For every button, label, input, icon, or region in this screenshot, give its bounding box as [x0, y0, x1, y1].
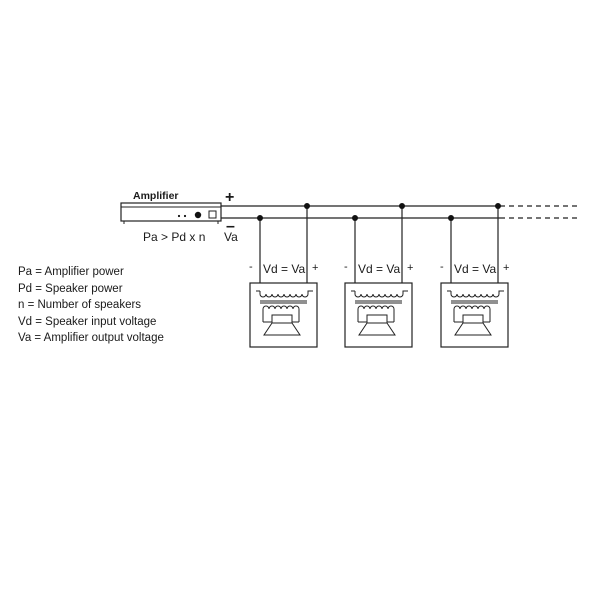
negative-sign: –	[226, 218, 235, 235]
amplifier-led-1	[177, 214, 181, 218]
speaker-voltage-label: Vd = Va	[263, 262, 305, 276]
junction-dot	[399, 203, 405, 209]
amplifier-unit: Amplifier Pa > Pd x n Va + –	[120, 189, 238, 244]
speaker-plus-label: +	[312, 262, 318, 274]
speaker-plus-label: +	[503, 262, 509, 274]
loudspeaker-icon	[263, 314, 301, 336]
legend-item: Pd = Speaker power	[18, 282, 123, 295]
junction-dot	[495, 203, 501, 209]
legend: Pa = Amplifier power Pd = Speaker power …	[18, 264, 164, 347]
loudspeaker-icon	[454, 314, 492, 336]
speaker-unit-3: - Vd = Va +	[440, 203, 509, 348]
legend-item: Va = Amplifier output voltage	[18, 332, 164, 344]
legend-item: Pa = Amplifier power	[18, 266, 124, 278]
junction-dot	[257, 215, 263, 221]
transformer-icon	[256, 290, 313, 322]
speaker-voltage-label: Vd = Va	[454, 262, 496, 276]
transformer-icon	[351, 290, 408, 322]
amplifier-led-2	[183, 214, 187, 218]
loudspeaker-icon	[358, 314, 396, 336]
amplifier-formula: Pa > Pd x n	[143, 230, 205, 244]
speaker-minus-label: -	[249, 261, 253, 273]
legend-item: Vd = Speaker input voltage	[18, 315, 157, 328]
junction-dot	[448, 215, 454, 221]
speaker-minus-label: -	[344, 261, 348, 273]
speaker-minus-label: -	[440, 261, 444, 273]
speaker-voltage-label: Vd = Va	[358, 262, 400, 276]
transformer-icon	[447, 290, 504, 322]
amplifier-title: Amplifier	[133, 190, 179, 202]
amplifier-volume-knob	[194, 211, 202, 219]
amplifier-body	[120, 202, 222, 222]
speaker-plus-label: +	[407, 262, 413, 274]
junction-dot	[304, 203, 310, 209]
positive-sign: +	[225, 189, 234, 206]
speaker-unit-1: - Vd = Va +	[249, 203, 318, 348]
amplifier-output-label: Va	[224, 230, 238, 244]
amplifier-power-switch	[208, 210, 217, 219]
legend-item: n = Number of speakers	[18, 299, 142, 311]
junction-dot	[352, 215, 358, 221]
speaker-unit-2: - Vd = Va +	[344, 203, 413, 348]
